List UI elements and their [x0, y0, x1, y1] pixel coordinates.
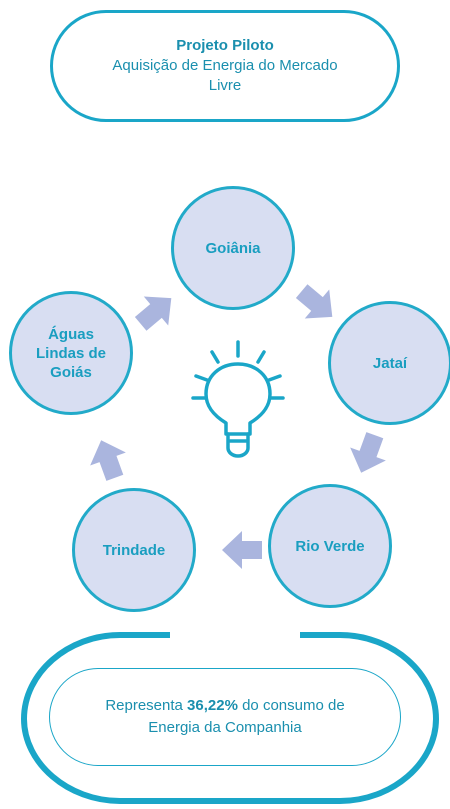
arrow-rio-verde-to-trindade-icon — [222, 531, 262, 569]
node-trindade-label: Trindade — [102, 541, 166, 559]
node-rio-verde: Rio Verde — [268, 484, 392, 608]
arrow-trindade-to-aguas-lindas-icon — [90, 440, 126, 481]
node-trindade: Trindade — [72, 488, 196, 612]
node-goiania-label: Goiânia — [205, 239, 261, 257]
footer-highlight-value: 36,22% — [187, 697, 238, 714]
arrow-aguas-lindas-to-goiania-icon — [134, 296, 172, 331]
footer-statement: Representa 36,22% do consumo de Energia … — [95, 695, 355, 739]
arrow-goiania-to-jatai-icon — [295, 284, 333, 319]
footer-prefix: Representa — [105, 697, 188, 714]
arrow-jatai-to-rio-verde-icon — [350, 432, 386, 473]
header-subtitle: Aquisição de Energia do Mercado Livre — [112, 57, 338, 94]
node-aguas-lindas-label: Águas Lindas de Goiás — [35, 325, 106, 381]
node-goiania: Goiânia — [171, 186, 295, 310]
header-pill: Projeto Piloto Aquisição de Energia do M… — [50, 10, 400, 122]
header-title: Projeto Piloto — [176, 37, 274, 54]
footer-outer-frame — [20, 632, 440, 804]
node-jatai: Jataí — [328, 301, 450, 425]
node-rio-verde-label: Rio Verde — [295, 537, 365, 555]
node-aguas-lindas: Águas Lindas de Goiás — [9, 291, 133, 415]
footer-suffix: do consumo de Energia da Companhia — [148, 697, 345, 736]
footer-statement-pill: Representa 36,22% do consumo de Energia … — [49, 668, 401, 766]
node-jatai-label: Jataí — [372, 354, 408, 372]
lightbulb-icon — [191, 340, 285, 458]
